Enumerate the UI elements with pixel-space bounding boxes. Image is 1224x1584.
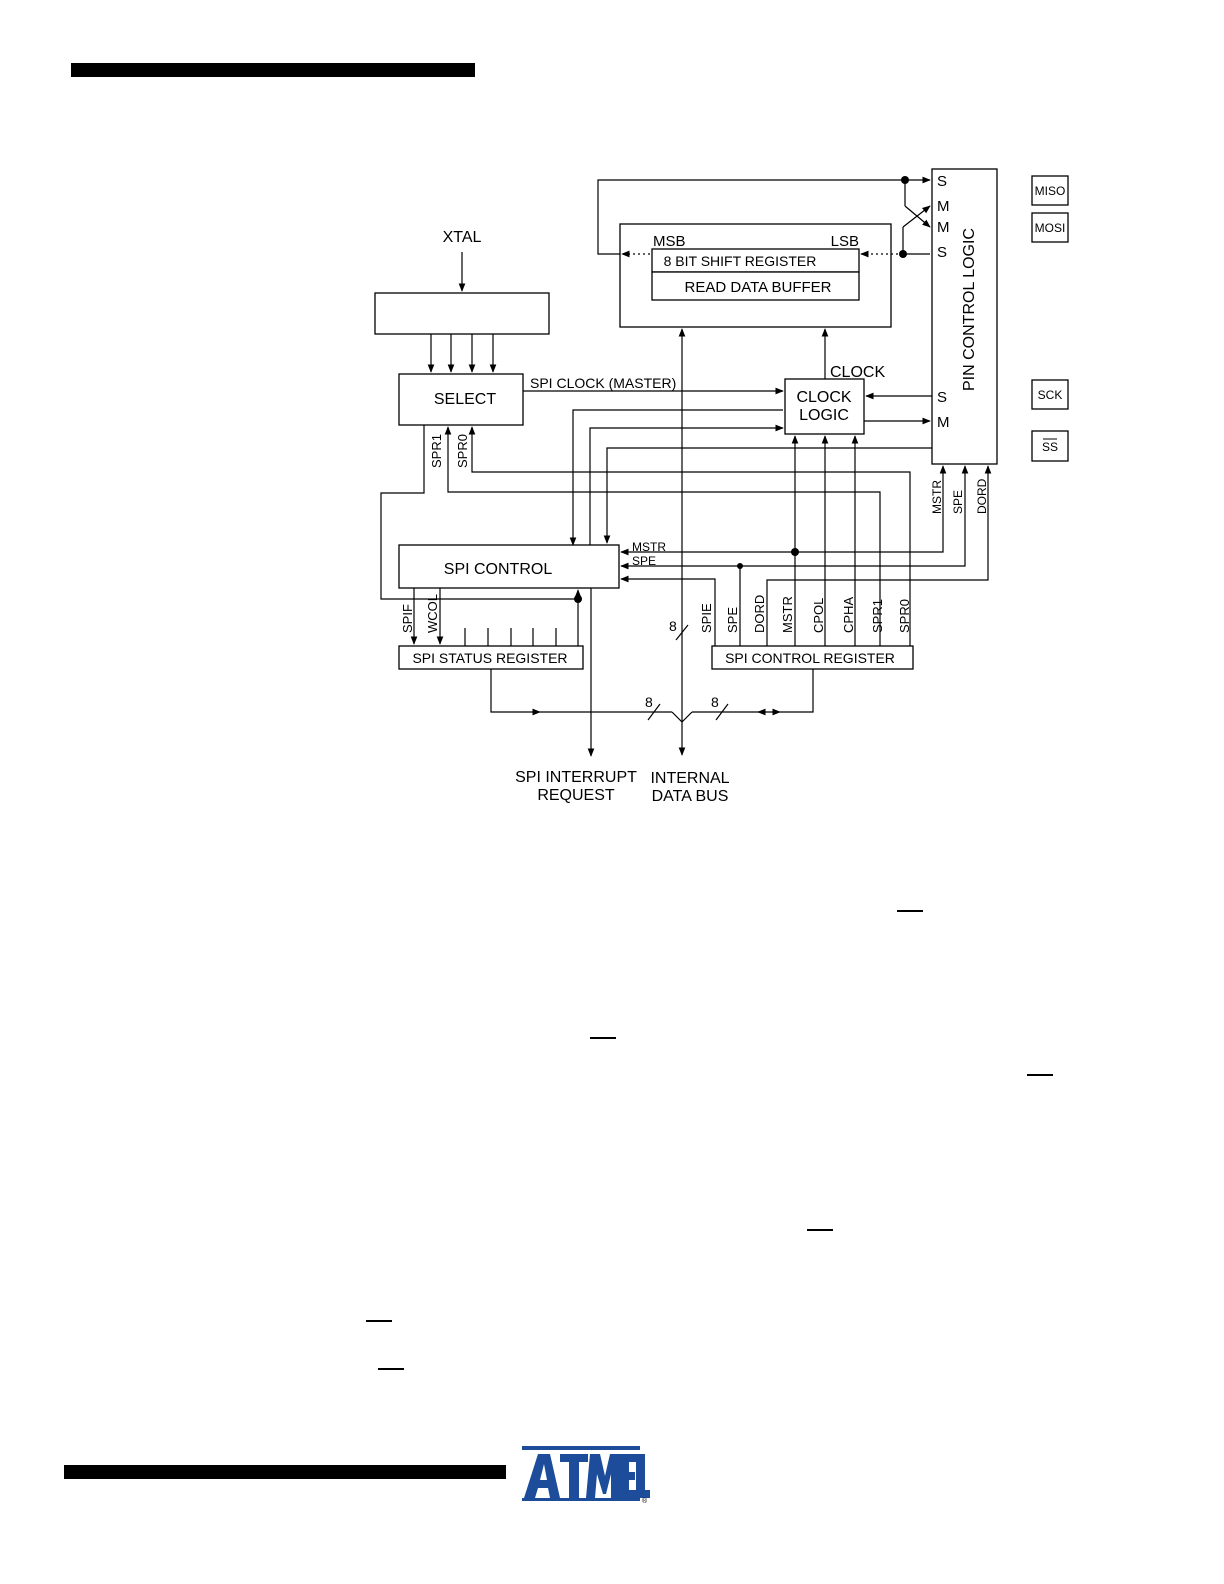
ss-label: SS xyxy=(1042,440,1058,454)
spi-control-label: SPI CONTROL xyxy=(444,561,553,578)
pin-s-label: S xyxy=(937,173,947,190)
select-box xyxy=(398,373,524,426)
junction-dot xyxy=(574,595,582,603)
internal-bus-label-line1: INTERNAL xyxy=(650,770,729,787)
prescaler-box xyxy=(374,292,550,335)
wiring xyxy=(380,176,992,757)
sck-label: SCK xyxy=(1038,388,1063,402)
ss-pin xyxy=(1031,430,1069,462)
pin-m-label: M xyxy=(937,219,950,236)
read-data-buffer-label: READ DATA BUFFER xyxy=(685,279,832,296)
pin-s-label: S xyxy=(937,244,947,261)
spif-label: SPIF xyxy=(400,604,415,633)
pin-control-logic-box xyxy=(931,168,998,465)
pin-control-logic-label: PIN CONTROL LOGIC xyxy=(961,228,978,391)
cpol-bit-label: CPOL xyxy=(811,598,826,633)
msb-label: MSB xyxy=(653,233,686,250)
mosi-label: MOSI xyxy=(1035,221,1066,235)
spr1-select-label: SPR1 xyxy=(429,434,444,468)
clock-logic-label-line2: LOGIC xyxy=(799,407,849,424)
spr0-bit-label: SPR0 xyxy=(897,599,912,633)
ss-overline-mark xyxy=(378,1368,404,1370)
junction-dot xyxy=(737,563,743,569)
internal-bus-label-line2: DATA BUS xyxy=(652,788,729,805)
spi-clock-master-label: SPI CLOCK (MASTER) xyxy=(530,375,676,391)
clock-logic-label-line1: CLOCK xyxy=(796,389,851,406)
pin-m-label: M xyxy=(937,198,950,215)
junction-dot xyxy=(791,548,799,556)
mstr-bit-label: MSTR xyxy=(780,596,795,633)
junction-dot xyxy=(899,250,907,258)
pin-s-label: S xyxy=(937,389,947,406)
pin-m-label: M xyxy=(937,414,950,431)
spie-bit-label: SPIE xyxy=(699,603,714,633)
ss-overline-mark xyxy=(1027,1074,1053,1076)
spi-status-register-label: SPI STATUS REGISTER xyxy=(412,650,567,666)
select-label: SELECT xyxy=(434,391,496,408)
wcol-label: WCOL xyxy=(425,594,440,633)
footer-rule xyxy=(64,1465,506,1479)
spe-label: SPE xyxy=(632,554,656,568)
shift-register-label: 8 BIT SHIFT REGISTER xyxy=(664,253,817,269)
junction-dot xyxy=(901,176,909,184)
atmel-logo: ® xyxy=(522,1446,650,1504)
spe-bit-label: SPE xyxy=(725,607,740,633)
spe-pin-label: SPE xyxy=(951,490,965,514)
mstr-label: MSTR xyxy=(632,540,666,554)
bus-width-label: 8 xyxy=(645,694,653,710)
spr1-bit-label: SPR1 xyxy=(870,599,885,633)
sck-pin xyxy=(1031,379,1069,410)
mstr-pin-label: MSTR xyxy=(930,480,944,514)
ss-overline-mark xyxy=(807,1229,833,1231)
bus-width-label: 8 xyxy=(711,694,719,710)
svg-text:®: ® xyxy=(642,1497,648,1504)
header-rule xyxy=(71,63,475,77)
dord-pin-label: DORD xyxy=(975,478,989,514)
lsb-label: LSB xyxy=(831,233,859,250)
miso-pin xyxy=(1031,175,1069,206)
read-buffer-box xyxy=(651,271,860,301)
xtal-label: XTAL xyxy=(443,229,482,246)
spi-interrupt-label-line2: REQUEST xyxy=(537,787,615,804)
clock-logic-box xyxy=(784,378,865,435)
spi-control-box xyxy=(398,544,620,589)
spi-control-register-label: SPI CONTROL REGISTER xyxy=(725,650,895,666)
ss-overline-mark xyxy=(590,1037,616,1039)
spr0-select-label: SPR0 xyxy=(455,434,470,468)
cpha-bit-label: CPHA xyxy=(841,597,856,633)
ss-overline-mark xyxy=(366,1320,392,1322)
miso-label: MISO xyxy=(1035,184,1066,198)
clock-label: CLOCK xyxy=(830,364,885,381)
spi-interrupt-label-line1: SPI INTERRUPT xyxy=(515,769,637,786)
bus-width-label: 8 xyxy=(669,618,677,634)
mosi-pin xyxy=(1031,212,1069,243)
dord-bit-label: DORD xyxy=(752,595,767,633)
ss-overline-mark xyxy=(897,910,923,912)
